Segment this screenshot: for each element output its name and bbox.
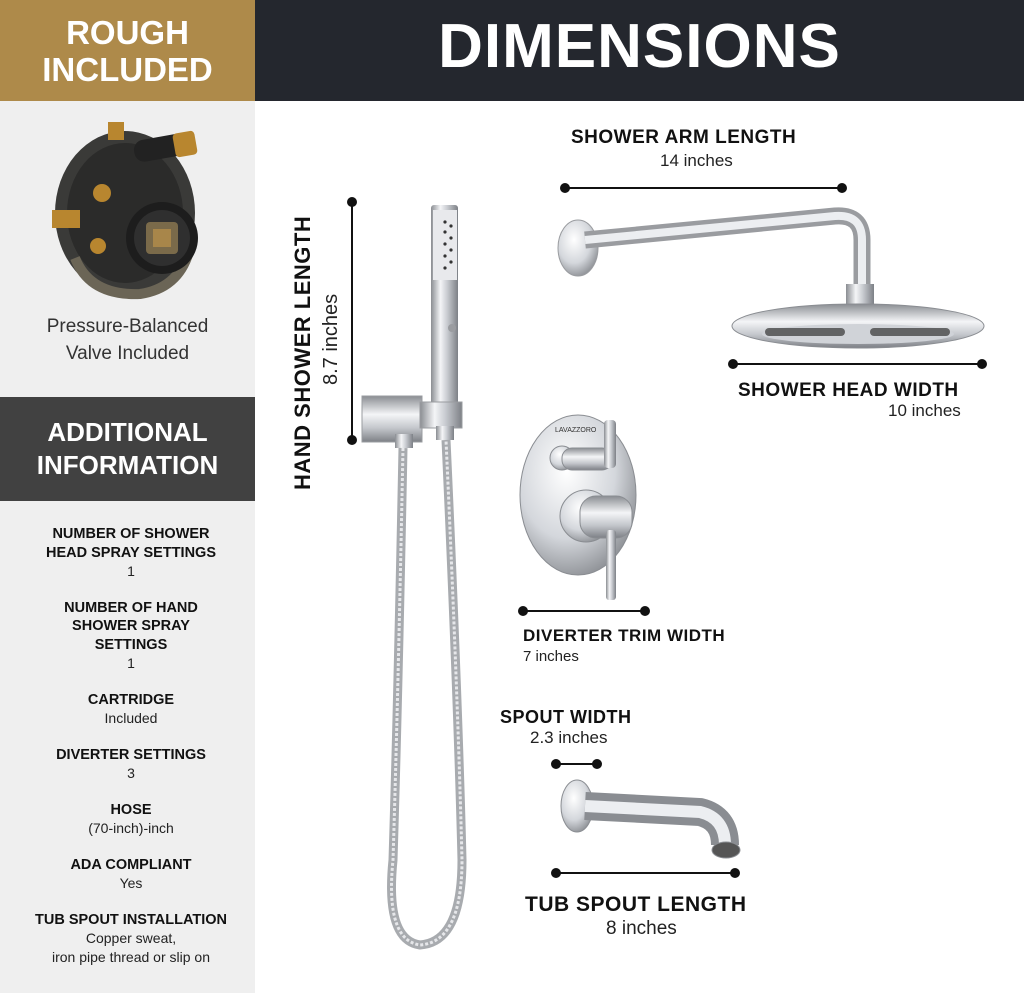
tub-spout-dimension-line [551,868,740,878]
spec-label: CARTRIDGE [87,691,175,708]
spout-width-label: SPOUT WIDTH [500,707,632,727]
additional-banner-line1: ADDITIONAL [47,417,208,447]
spec-value: iron pipe thread or slip on [52,948,210,965]
spec-value: Included [104,710,158,726]
valve-image [52,122,198,300]
valve-caption: Pressure-Balanced Valve Included [0,313,255,367]
spec-label: NUMBER OF HAND [64,599,198,616]
diverter-trim-width-label: DIVERTER TRIM WIDTH [523,626,726,645]
shower-head-width-value: 10 inches [888,401,961,420]
spec-item: DIVERTER SETTINGS 3 [0,746,262,783]
spec-item: NUMBER OF HAND SHOWER SPRAY SETTINGS 1 [0,599,262,673]
shower-head-width-label: SHOWER HEAD WIDTH [738,380,959,401]
hand-shower-length-label: HAND SHOWER LENGTH [290,215,315,490]
spec-value: Yes [119,875,143,891]
spec-value: 3 [127,765,135,781]
hand-shower-length-value: 8.7 inches [320,293,342,385]
hand-shower-dimension-line [347,197,357,445]
spec-label: NUMBER OF SHOWER [52,526,210,542]
spec-label: ADA COMPLIANT [70,856,192,873]
rough-included-banner: ROUGH INCLUDED [0,0,255,101]
spec-label: DIVERTER SETTINGS [56,746,206,763]
dimensions-header: DIMENSIONS [255,0,1024,101]
tub-spout-length-value: 8 inches [606,918,677,939]
hand-shower-value-wrap: 8.7 inches [320,185,350,385]
diverter-trim-dimension-line [518,606,650,616]
spec-label: SHOWER SPRAY [72,618,190,634]
sidebar: ROUGH INCLUDED Pressure-Balanced Valve I… [0,0,255,993]
page-title: DIMENSIONS [438,12,841,81]
valve-caption-line1: Pressure-Balanced [46,316,209,337]
spec-list: NUMBER OF SHOWER HEAD SPRAY SETTINGS 1 N… [0,525,262,984]
shower-arm-length-label: SHOWER ARM LENGTH [571,127,797,148]
spec-item: HOSE (70-inch)-inch [0,801,262,838]
spec-item: ADA COMPLIANT Yes [0,856,262,893]
additional-banner-line2: INFORMATION [36,450,219,480]
shower-arm-length-value: 14 inches [660,151,733,170]
spec-value: (70-inch)-inch [88,820,174,836]
diverter-trim-width-value: 7 inches [523,648,579,665]
spec-value: 1 [127,563,135,579]
spec-item: TUB SPOUT INSTALLATION Copper sweat, iro… [0,911,262,967]
tub-spout [560,779,741,859]
spec-item: NUMBER OF SHOWER HEAD SPRAY SETTINGS 1 [0,525,262,581]
spec-label: HEAD SPRAY SETTINGS [45,544,216,561]
spec-label: SETTINGS [94,636,168,653]
spout-width-dimension-line [551,759,602,769]
rough-banner-line2: INCLUDED [42,50,213,88]
hand-shower [361,205,463,448]
spout-width-value: 2.3 inches [530,728,608,747]
spec-value: 1 [127,655,135,671]
spec-label: TUB SPOUT INSTALLATION [35,911,227,928]
additional-information-banner: ADDITIONAL INFORMATION [0,397,255,501]
spec-item: CARTRIDGE Included [0,691,262,728]
spec-value: Copper sweat, [85,930,177,946]
rough-banner-line1: ROUGH [66,13,189,51]
diverter-brand: LAVAZZORO [555,427,597,434]
shower-head-dimension-line [728,359,987,369]
shower-hose [387,439,467,950]
tub-spout-length-label: TUB SPOUT LENGTH [525,893,747,916]
valve-caption-line2: Valve Included [65,343,190,364]
shower-arm [557,207,874,304]
diverter-trim: LAVAZZORO [519,414,637,600]
shower-arm-dimension-line [560,183,847,193]
spec-label: HOSE [110,801,152,818]
shower-head [731,303,985,349]
